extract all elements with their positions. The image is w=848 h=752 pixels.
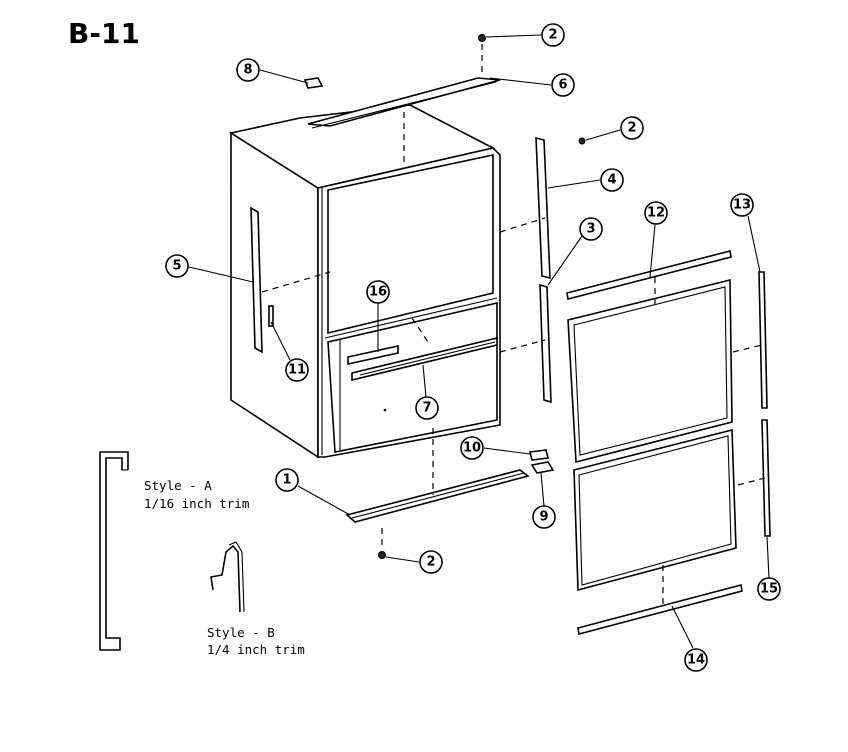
callout-6: 6 [551,73,575,97]
part-7-trim [351,336,498,382]
svg-text:2: 2 [627,121,636,136]
svg-text:4: 4 [607,173,616,188]
svg-text:10: 10 [463,441,481,456]
svg-text:6: 6 [558,78,567,93]
part-4-side-trim [535,136,551,280]
part-12-top-trim [566,250,732,300]
part-2-side-screw [578,137,586,145]
callout-2-side: 2 [620,116,644,140]
part-8-top-clip [303,77,324,89]
callouts: 2 8 6 2 4 3 [165,23,781,672]
style-a-label: Style - A [144,478,212,493]
svg-text:8: 8 [243,63,252,78]
callout-15: 15 [757,577,781,601]
part-6-top-trim [307,77,501,129]
style-b-trim-profile [210,541,245,613]
svg-text:14: 14 [687,653,705,668]
callout-13: 13 [730,193,754,217]
part-14-bottom-trim [577,584,743,635]
svg-text:7: 7 [422,401,431,416]
svg-text:1: 1 [282,473,291,488]
svg-text:5: 5 [172,259,181,274]
sheet-title: B-11 [68,17,140,50]
callout-12: 12 [644,201,668,225]
callout-16: 16 [366,280,390,304]
svg-text:13: 13 [733,198,751,213]
svg-text:12: 12 [647,206,665,221]
callout-10: 10 [460,436,484,460]
part-16-handle [347,345,399,365]
callout-9: 9 [532,505,556,529]
part-2-top-screw [478,34,486,42]
part-3-side-trim [539,283,552,404]
upper-door-panel [567,278,733,464]
callout-14: 14 [684,648,708,672]
assembly-lines [261,112,766,605]
part-5-side-trim [250,206,263,354]
style-a-trim-profile [99,451,129,651]
svg-text:3: 3 [586,222,595,237]
callout-8-top: 8 [236,58,260,82]
callout-4: 4 [600,168,624,192]
svg-text:11: 11 [288,363,306,378]
part-8-bottom-clip [530,461,555,474]
style-a-trim-size: 1/16 inch trim [144,496,249,511]
part-13-side-trim [758,271,768,409]
callout-3: 3 [579,217,603,241]
svg-text:15: 15 [760,582,778,597]
style-b-label: Style - B [207,625,275,640]
style-b-trim-size: 1/4 inch trim [207,642,305,657]
part-2-bottom-screw [378,551,386,559]
part-11-clip [268,305,274,327]
callout-2-bottom: 2 [419,550,443,574]
callout-7: 7 [415,396,439,420]
svg-text:2: 2 [548,28,557,43]
callout-11: 11 [285,358,309,382]
part-10-clip [529,449,549,461]
svg-text:9: 9 [539,510,548,525]
svg-text:16: 16 [369,285,387,300]
part-15-side-trim [761,419,771,537]
callout-5: 5 [165,254,189,278]
dishwasher-cabinet [228,104,501,459]
svg-text:2: 2 [426,555,435,570]
lower-door-panel [573,428,737,592]
callout-2-top: 2 [541,23,565,47]
callout-1: 1 [275,468,299,492]
part-1-bottom-trim [345,469,530,523]
